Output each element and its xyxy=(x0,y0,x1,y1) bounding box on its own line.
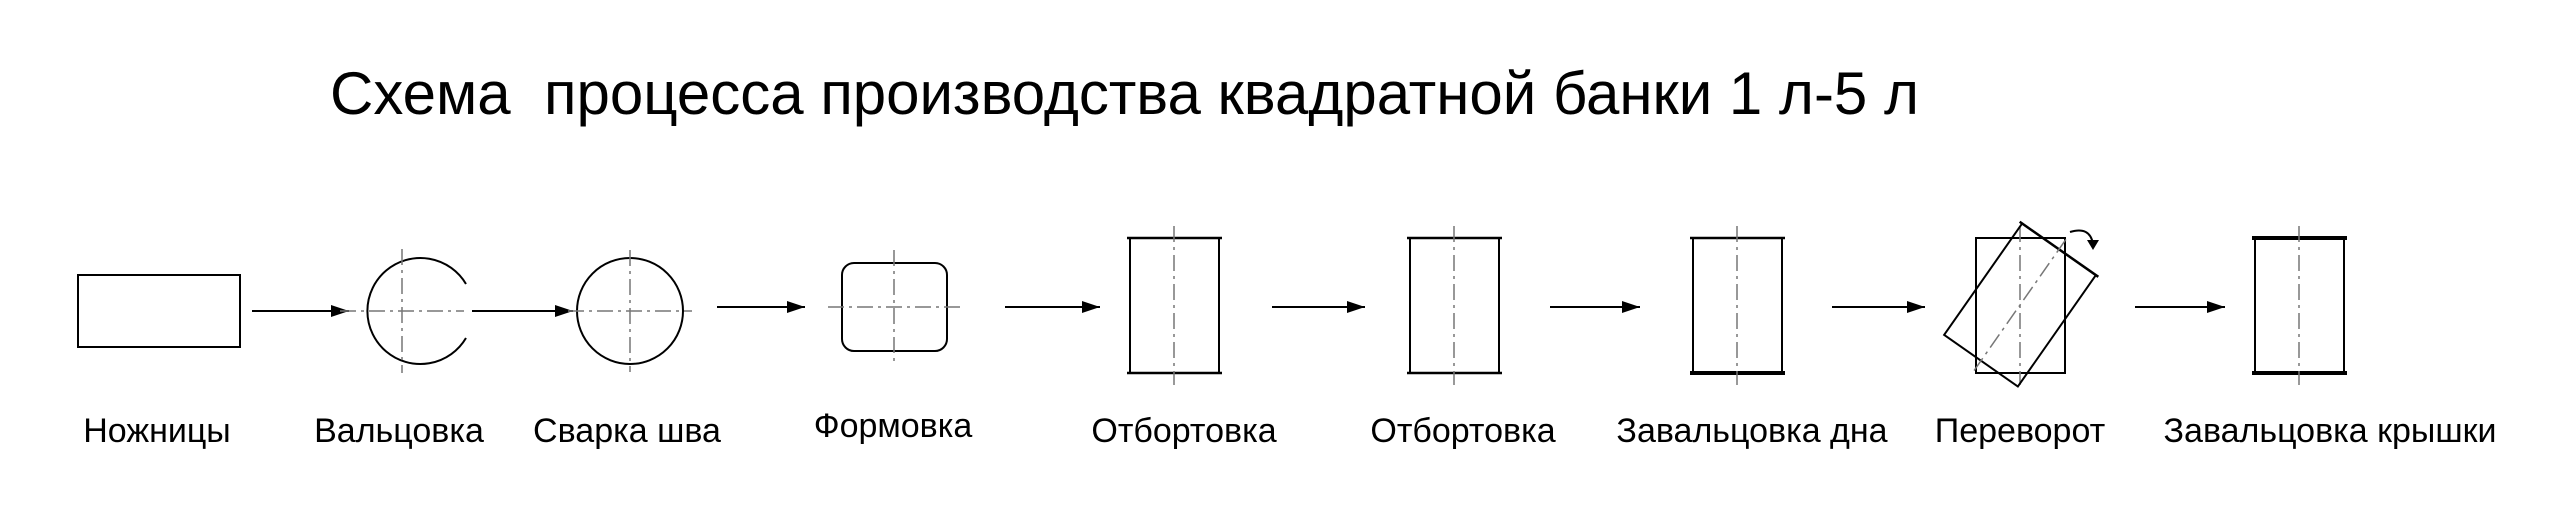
arrow-7 xyxy=(1832,301,1925,313)
arrow-3 xyxy=(717,301,805,313)
welded-body-shape xyxy=(568,250,692,372)
step-label-turnover: Переворот xyxy=(1934,412,2106,450)
rolled-body-shape xyxy=(340,249,467,373)
step-label-flanging-2: Отбортовка xyxy=(1370,412,1556,450)
sheet-blank-shape xyxy=(77,274,241,348)
arrow-8 xyxy=(2135,301,2225,313)
step-label-forming: Формовка xyxy=(813,407,973,445)
arrow-6 xyxy=(1550,301,1640,313)
step-label-flanging-1: Отбортовка xyxy=(1091,412,1277,450)
step-label-seam-welding: Сварка шва xyxy=(533,412,721,450)
step-label-lid-seaming: Завальцовка крышки xyxy=(2163,412,2497,450)
arrow-5 xyxy=(1272,301,1365,313)
rotation-arrow-icon xyxy=(2069,229,2099,250)
turnover-body-shape xyxy=(1942,220,2100,388)
lid-seamed-body-shape xyxy=(2252,226,2347,385)
flanged-body-shape-1 xyxy=(1127,226,1222,385)
formed-body-shape xyxy=(828,250,962,364)
flanged-body-shape-2 xyxy=(1407,226,1502,385)
arrow-4 xyxy=(1005,301,1100,313)
diagram-title: Схема процесса производства квадратной б… xyxy=(330,60,1919,127)
step-label-shears: Ножницы xyxy=(83,412,231,450)
arrow-1 xyxy=(252,305,349,317)
bottom-seamed-body-shape xyxy=(1690,226,1785,385)
step-label-rolling: Вальцовка xyxy=(314,412,484,450)
step-label-bottom-seaming: Завальцовка дна xyxy=(1616,412,1888,450)
arrow-2 xyxy=(472,305,573,317)
